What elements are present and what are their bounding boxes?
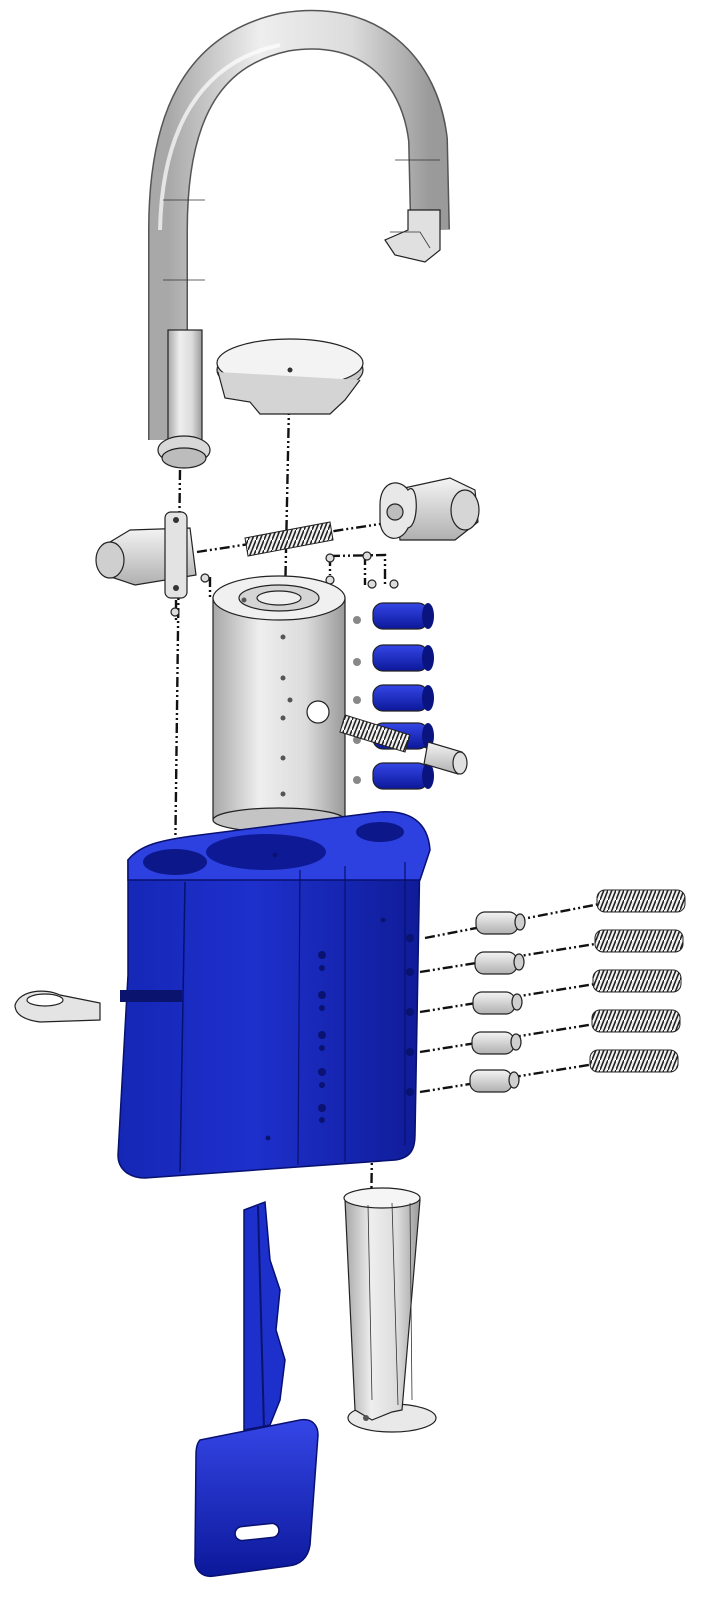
key-pin-2 <box>474 951 525 975</box>
keyway-insert <box>343 1187 437 1433</box>
locking-dog-right <box>379 477 480 541</box>
lock-body <box>117 811 431 1179</box>
driver-pin-5 <box>372 762 434 790</box>
pin-springs <box>589 889 686 1073</box>
locking-dog-left <box>95 511 197 599</box>
key-pin-4 <box>471 1031 522 1055</box>
key <box>194 1200 319 1578</box>
driver-pin-1 <box>372 602 434 630</box>
body-pin-holes <box>265 852 414 1141</box>
key-pin-3 <box>472 991 523 1015</box>
dog-spring <box>244 521 334 557</box>
driver-pin-2 <box>372 644 434 672</box>
key-pins <box>469 911 526 1093</box>
cap-disc <box>216 338 364 415</box>
pin-spring-2 <box>594 929 684 953</box>
retaining-balls <box>170 551 399 617</box>
pin-spring-1 <box>596 889 686 913</box>
plug-cylinder <box>212 575 346 833</box>
pin-spring-4 <box>591 1009 681 1033</box>
key-pin-5 <box>469 1069 520 1093</box>
retaining-clip <box>14 990 101 1023</box>
pin-spring-3 <box>592 969 682 993</box>
pin-spring-5 <box>589 1049 679 1073</box>
driver-pins <box>353 602 434 790</box>
cylinder-spring <box>339 714 468 775</box>
key-pin-1 <box>475 911 526 935</box>
shackle <box>148 9 450 469</box>
driver-pin-3 <box>372 684 434 712</box>
